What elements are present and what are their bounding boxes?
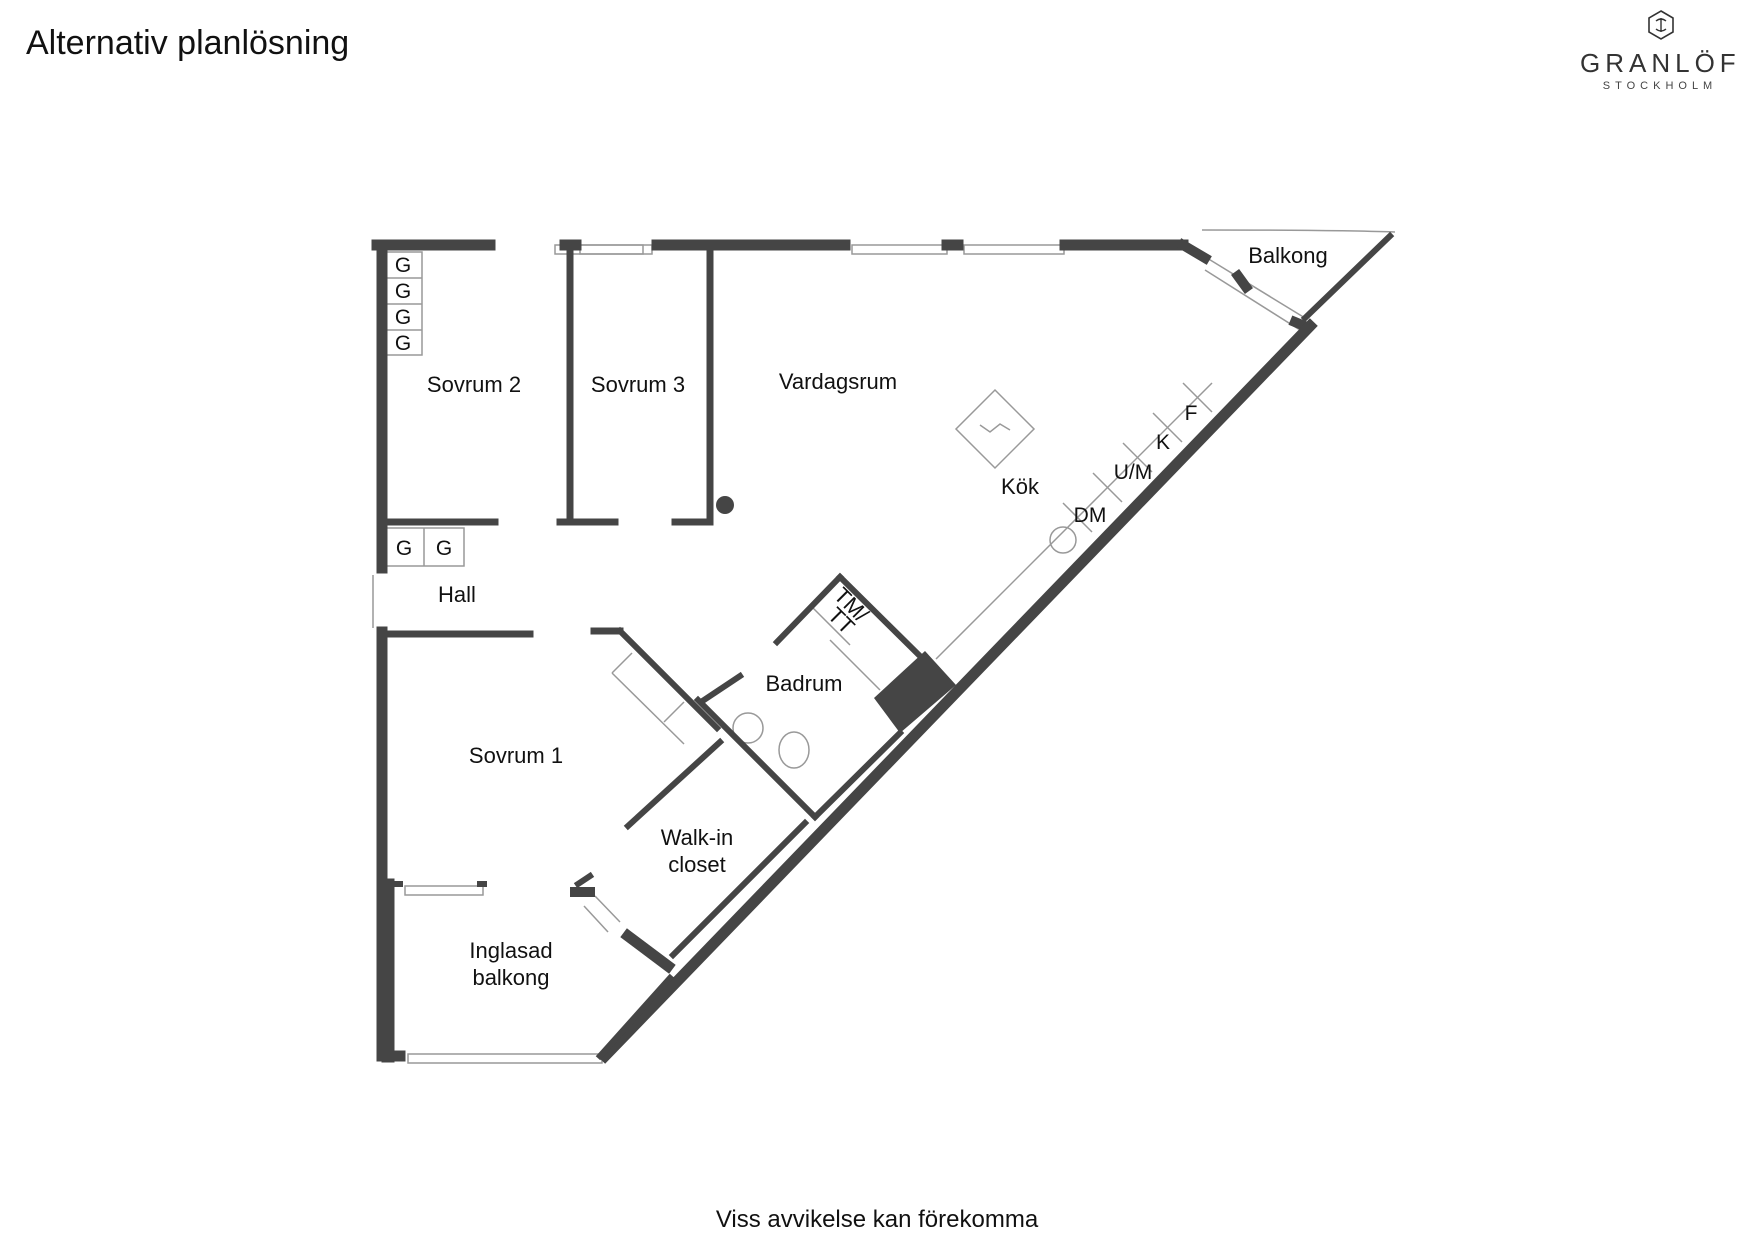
room-label-kok: Kök <box>1001 474 1040 499</box>
room-label-hall: Hall <box>438 582 476 607</box>
room-label-sovrum-3: Sovrum 3 <box>591 372 685 397</box>
wardrobe-label: G <box>395 332 411 355</box>
room-label-walk-in: Walk-in <box>661 825 734 850</box>
walls <box>371 231 1395 1064</box>
wardrobe-label: G <box>396 537 412 560</box>
wardrobe-label: G <box>395 254 411 277</box>
fixture-outlines <box>372 229 1396 1064</box>
room-label-sovrum-1: Sovrum 1 <box>469 743 563 768</box>
room-label-balkong: Balkong <box>1248 243 1328 268</box>
fridge-label: F <box>1185 402 1198 425</box>
oven-label: K <box>1156 431 1170 454</box>
room-label-inglasad: Inglasad <box>469 938 552 963</box>
brand-logo: GRANLÖF STOCKHOLM <box>1580 10 1740 100</box>
dishwasher-label: DM <box>1074 504 1107 527</box>
logo-name: GRANLÖF <box>1580 48 1741 78</box>
logo-emblem-icon <box>1648 10 1674 40</box>
logo-subtitle: STOCKHOLM <box>1602 80 1718 92</box>
room-label-sovrum-2: Sovrum 2 <box>427 372 521 397</box>
disclaimer-note: Viss avvikelse kan förekomma <box>715 1206 1039 1233</box>
microwave-label: U/M <box>1114 461 1153 484</box>
room-label-vardagsrum: Vardagsrum <box>779 369 897 394</box>
room-label-closet: closet <box>668 852 725 877</box>
room-label-balkong-inglasad: balkong <box>472 965 549 990</box>
wardrobe-label: G <box>395 280 411 303</box>
page-title: Alternativ planlösning <box>26 24 350 62</box>
wardrobe-label: G <box>436 537 452 560</box>
wardrobe-label: G <box>395 306 411 329</box>
room-label-badrum: Badrum <box>765 671 842 696</box>
